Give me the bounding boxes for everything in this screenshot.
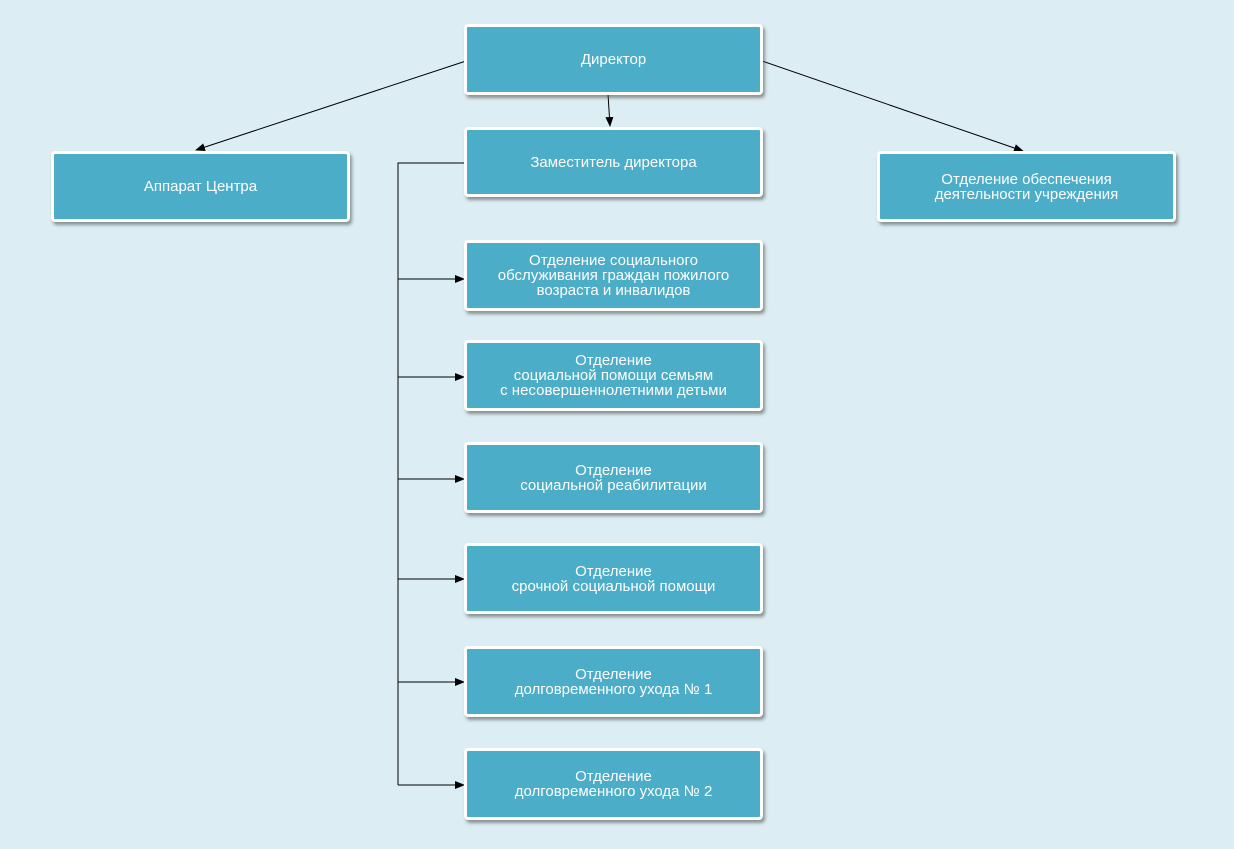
node-dept-longterm-1: Отделение долговременного ухода № 1 xyxy=(464,646,763,717)
node-dept-elderly: Отделение социального обслуживания гражд… xyxy=(464,240,763,311)
arrow-director-to-deputy xyxy=(605,93,614,127)
node-dept-rehab: Отделение социальной реабилитации xyxy=(464,442,763,513)
arrow-director-to-apparatus xyxy=(195,60,467,151)
deputy-branch-line xyxy=(397,162,466,785)
node-dept-urgent: Отделение срочной социальной помощи xyxy=(464,543,763,614)
node-deputy: Заместитель директора xyxy=(464,127,763,197)
arrow-director-to-support xyxy=(761,60,1024,152)
node-director: Директор xyxy=(464,24,763,95)
node-apparatus: Аппарат Центра xyxy=(51,151,350,222)
node-dept-longterm-2: Отделение долговременного ухода № 2 xyxy=(464,748,763,820)
node-dept-families: Отделение социальной помощи семьям с нес… xyxy=(464,340,763,411)
node-support: Отделение обеспечения деятельности учреж… xyxy=(877,151,1176,222)
